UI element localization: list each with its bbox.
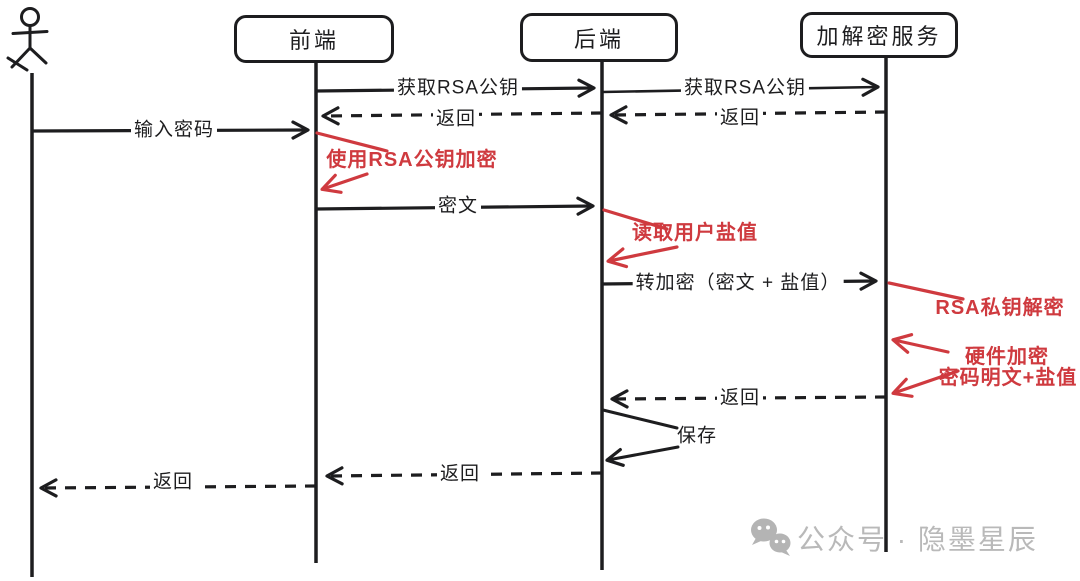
message-label-save: 保存: [676, 425, 718, 447]
arrow-return-crypto-backend-top: [609, 105, 887, 125]
annotation-arrow-rsa-decrypt: [887, 281, 965, 354]
arrow-return-backend-frontend-top: [321, 106, 603, 126]
annotation-label-read-salt: 读取用户盐值: [632, 222, 758, 244]
participant-box-crypto: 加解密服务: [800, 12, 958, 58]
annotation-arrow-hardware-encrypt: [891, 369, 960, 398]
arrow-return-frontend-user: [39, 478, 317, 498]
message-label-return-5: 返回: [149, 471, 197, 493]
annotation-label-plaintext-salt: 密码明文+盐值: [938, 367, 1078, 389]
participant-label-crypto: 加解密服务: [816, 24, 942, 49]
arrow-return-crypto-backend-mid: [610, 389, 887, 409]
participant-box-frontend: 前端: [234, 15, 394, 63]
message-label-re-encrypt: 转加密（密文 + 盐值）: [632, 272, 844, 294]
participant-label-frontend: 前端: [288, 28, 339, 53]
message-label-get-rsa-key-1: 获取RSA公钥: [393, 77, 523, 99]
message-label-get-rsa-key-2: 获取RSA公钥: [680, 77, 810, 99]
message-label-return-3: 返回: [716, 387, 764, 409]
annotation-arrow-rsa-encrypt: [315, 131, 389, 194]
annotation-arrow-read-salt: [602, 208, 679, 269]
arrow-return-backend-frontend-bottom: [325, 466, 603, 486]
message-label-return-1: 返回: [432, 108, 480, 130]
arrow-save-self-loop: [601, 408, 680, 467]
message-label-input-password: 输入密码: [130, 119, 218, 141]
participant-box-backend: 后端: [520, 13, 678, 62]
user-actor-icon: [6, 7, 49, 72]
annotation-label-rsa-encrypt: 使用RSA公钥加密: [326, 149, 498, 171]
message-label-return-4: 返回: [436, 463, 484, 485]
message-label-ciphertext: 密文: [434, 195, 482, 217]
message-label-return-2: 返回: [716, 107, 764, 129]
annotation-label-hardware-encrypt: 硬件加密: [965, 346, 1049, 368]
watermark-text: 公众号 · 隐墨星辰: [797, 524, 1038, 555]
wechat-icon: [751, 518, 791, 556]
annotation-label-rsa-decrypt: RSA私钥解密: [935, 297, 1065, 319]
participant-label-backend: 后端: [573, 26, 624, 52]
